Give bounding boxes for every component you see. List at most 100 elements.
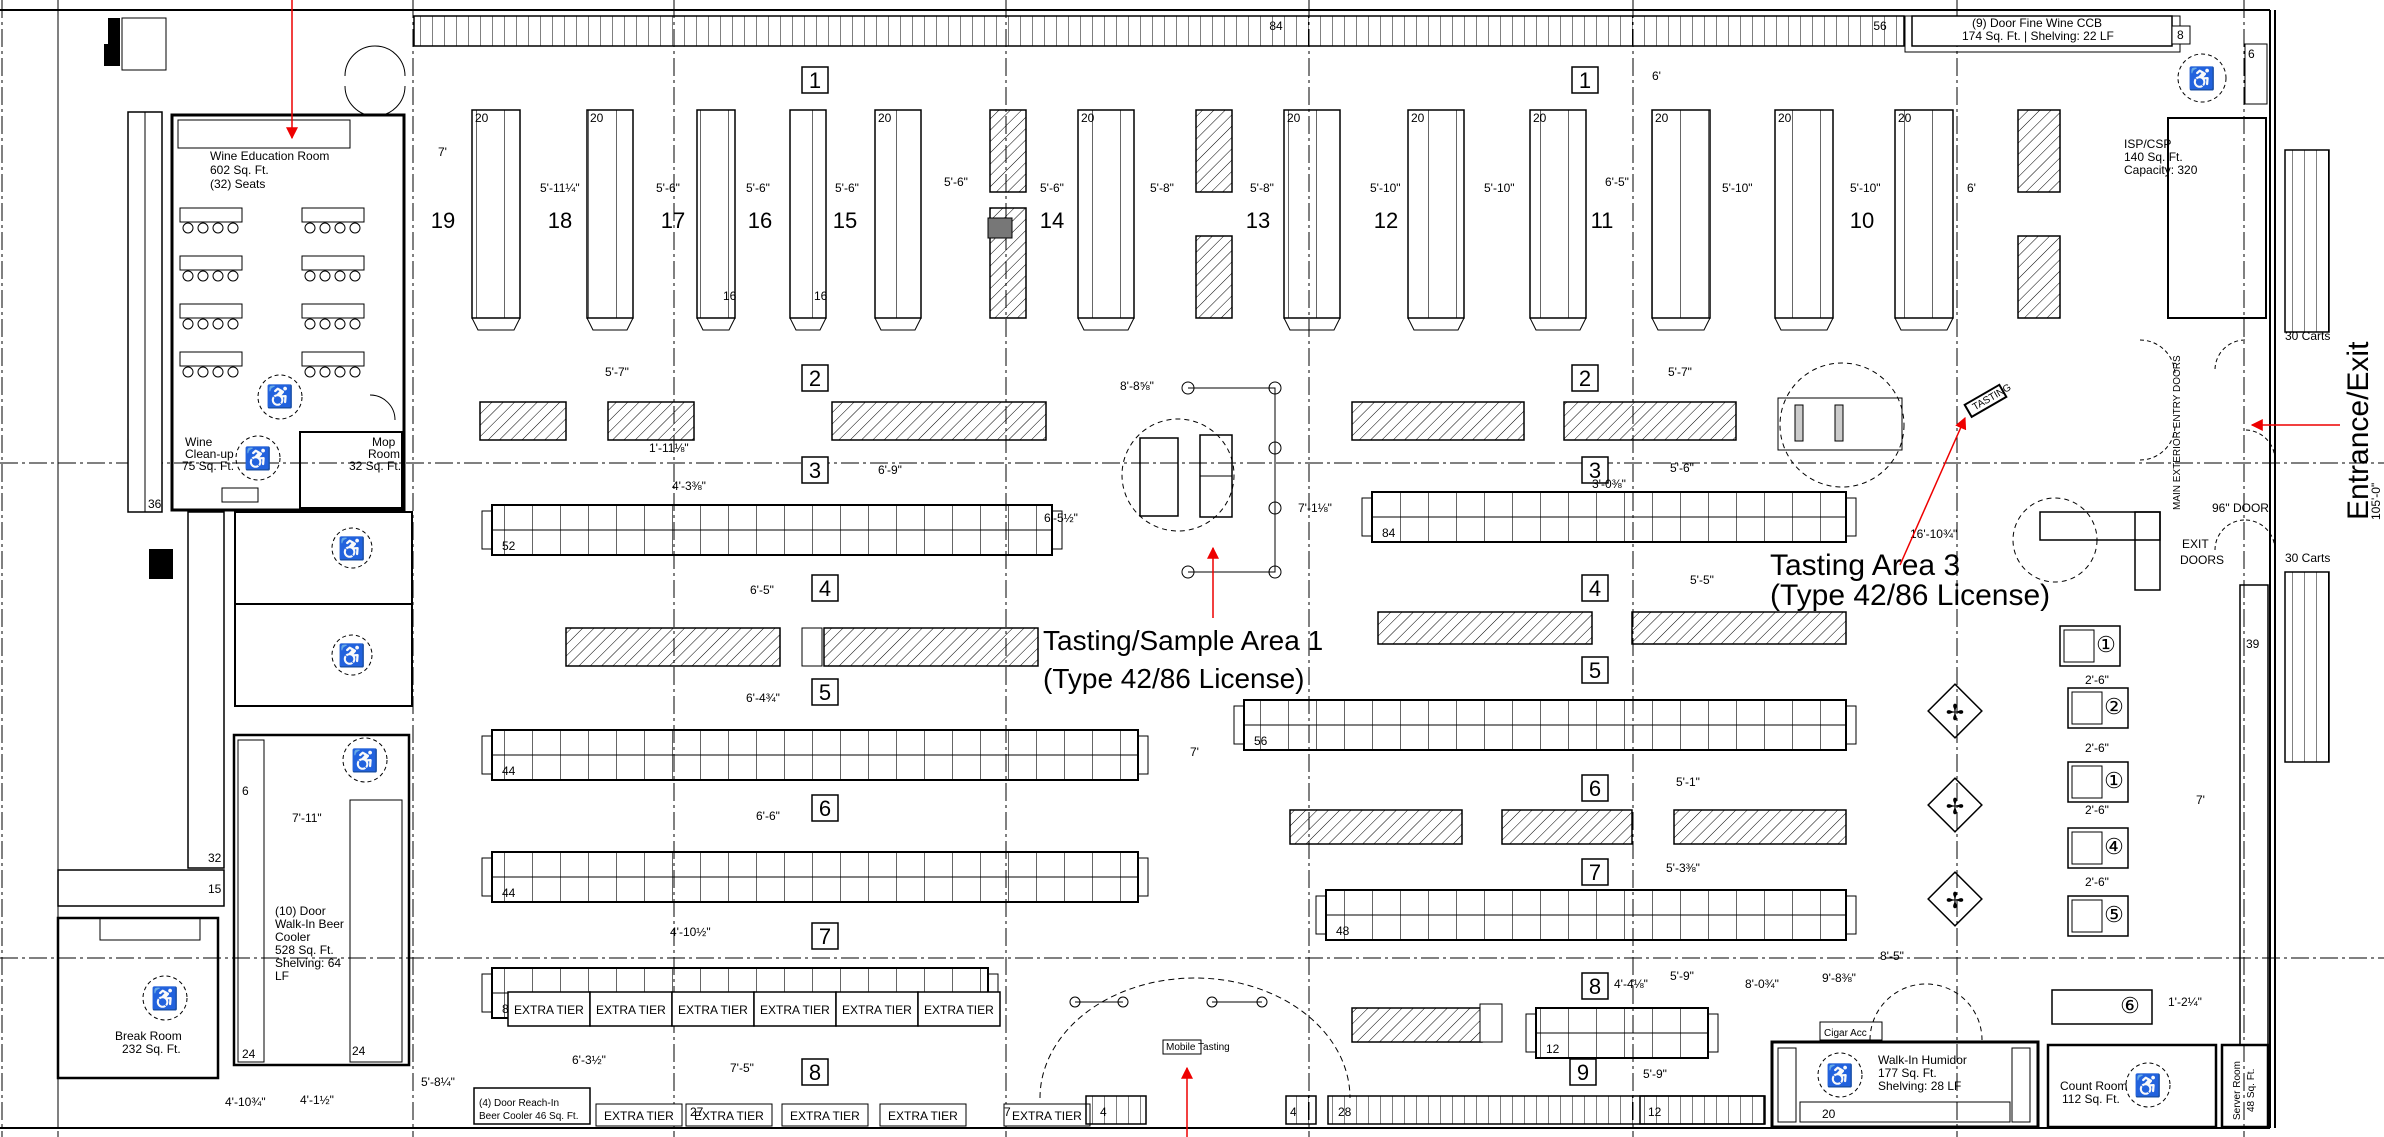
aisle-box-number: 7: [1589, 860, 1601, 885]
aisle-box-number: 5: [1589, 658, 1601, 683]
aisle-box-number: 1: [1579, 68, 1591, 93]
dimension-text: 6'-5": [750, 583, 774, 597]
gondola-upper: [1407, 109, 1465, 319]
chair-icon: [212, 222, 224, 234]
dimension-text: 5'-11¼": [540, 181, 580, 195]
chair-icon: [334, 366, 346, 378]
aisle-box-number: 2: [809, 366, 821, 391]
gondola-endcap: [481, 857, 493, 897]
gondola-endcap: [1077, 317, 1135, 331]
extra-tier-bay: [589, 991, 673, 1027]
hatched-display: [989, 109, 1027, 193]
aisle-box-number: 3: [809, 458, 821, 483]
gondola-upper: [586, 109, 634, 319]
extra-tier-bay: [507, 991, 591, 1027]
aisle-box-number: 6: [1589, 776, 1601, 801]
fire-equipment-icons: [104, 17, 406, 117]
humidor-label-3: Shelving: 28 LF: [1878, 1079, 1961, 1093]
aisle-box-number: 8: [809, 1060, 821, 1085]
accessible-icon-hall: ♿: [351, 748, 378, 773]
aisle-number: 14: [1040, 208, 1064, 233]
count-room-area: 112 Sq. Ft.: [2062, 1092, 2120, 1106]
wine-ed-room-name: Wine Education Room: [210, 149, 329, 163]
gondola-endcap: [1529, 317, 1587, 331]
carts-bottom-label: 30 Carts: [2285, 551, 2330, 565]
aisle-box: [1581, 774, 1609, 802]
cigar-acc-label: Cigar Acc: [1824, 1028, 1867, 1039]
dimension-text: 8'-0¾": [1745, 977, 1779, 991]
dimension-text: 6': [1652, 69, 1661, 83]
aisle-box: [1581, 656, 1609, 684]
chair-icon: [304, 222, 316, 234]
chair-icon: [182, 366, 194, 378]
humidor-label-2: 177 Sq. Ft.: [1878, 1066, 1937, 1080]
extra-tier-label: EXTRA TIER: [514, 1003, 584, 1017]
accessible-icon-count: ♿: [2134, 1073, 2161, 1098]
shelf-count-20: 20: [1533, 111, 1547, 125]
dimension-text: 1'-2¼": [2168, 995, 2202, 1009]
chair-icon: [212, 366, 224, 378]
shelf-count-27: 27: [690, 1105, 704, 1119]
server-room-name: Server Room: [2232, 1061, 2243, 1120]
register-number-icon: ①: [2104, 768, 2124, 793]
chair-icon: [197, 318, 209, 330]
chair-icon: [197, 366, 209, 378]
gondola-upper: [874, 109, 922, 319]
gondola-upper: [1894, 109, 1954, 319]
hatched-display: [2017, 235, 2061, 319]
classroom-table: [179, 255, 243, 271]
extra-tier-bay-bottom: [781, 1103, 869, 1127]
reach-in-label-1: (4) Door Reach-In: [479, 1098, 559, 1109]
server-room-area: 48 Sq. Ft.: [2246, 1069, 2257, 1112]
aisle-number: 18: [548, 208, 572, 233]
dimension-text: 6'-5½": [1044, 511, 1078, 525]
dimension-text: 5'-7": [1668, 365, 1692, 379]
fine-wine-label-1: (9) Door Fine Wine CCB: [1972, 16, 2102, 30]
dimension-text: 4'-3⅜": [672, 479, 706, 493]
dimension-text: 4'-10½": [670, 925, 711, 939]
wine-ed-room-area: 602 Sq. Ft.: [210, 163, 269, 177]
register-counter: [2059, 625, 2121, 667]
shelf-count-20: 20: [1287, 111, 1301, 125]
extra-tier-label-bottom: EXTRA TIER: [694, 1109, 764, 1123]
gondola-endcap: [1845, 705, 1857, 745]
dimension-text: 7': [438, 145, 447, 159]
shelf-count-20: 20: [475, 111, 489, 125]
gondola-endcap: [1894, 317, 1954, 331]
gondola-endcap: [1137, 857, 1149, 897]
dimension-text: 7': [2196, 793, 2205, 807]
extra-tier-label: EXTRA TIER: [760, 1003, 830, 1017]
dimension-text: 5'-6": [944, 175, 968, 189]
restrooms: ♿ ♿ ♿: [149, 511, 413, 783]
dimension-text: 2'-6": [2085, 741, 2109, 755]
door-96-label: 96" DOOR: [2212, 501, 2269, 515]
shelf-count: 44: [502, 886, 516, 900]
aisle-number: 16: [748, 208, 772, 233]
aisle-box: [1571, 364, 1599, 392]
dimension-text: 5'-10": [1484, 181, 1515, 195]
aisle-box-number: 9: [1577, 1060, 1589, 1085]
extra-tier-label-bottom: EXTRA TIER: [888, 1109, 958, 1123]
aisle-box: [811, 678, 839, 706]
register-unit: [2071, 765, 2103, 799]
gondola-endcap: [696, 317, 736, 331]
shelf-count-7: 7: [1004, 1105, 1011, 1119]
chair-icon: [319, 270, 331, 282]
humidor-count-20: 20: [1822, 1107, 1836, 1121]
gondola-upper: [1651, 109, 1711, 319]
register-counter: [2051, 989, 2153, 1025]
chair-icon: [304, 366, 316, 378]
beer-cooler-label-2: Walk-In Beer: [275, 917, 344, 931]
aisle-box: [1581, 574, 1609, 602]
exit-label-2: DOORS: [2180, 553, 2224, 567]
aisle-box: [801, 66, 829, 94]
extra-tier-label: EXTRA TIER: [596, 1003, 666, 1017]
callout-tasting-1: Tasting/Sample Area 1 (Type 42/86 Licens…: [1043, 546, 1323, 694]
register-unit: [2071, 691, 2103, 725]
accessible-icon: ♿: [266, 384, 293, 409]
hatched-display: [479, 401, 567, 441]
shelf-count: 56: [1254, 734, 1268, 748]
cleanup-label-2: Clean-up: [185, 447, 234, 461]
beer-cooler-label-6: LF: [275, 969, 289, 983]
